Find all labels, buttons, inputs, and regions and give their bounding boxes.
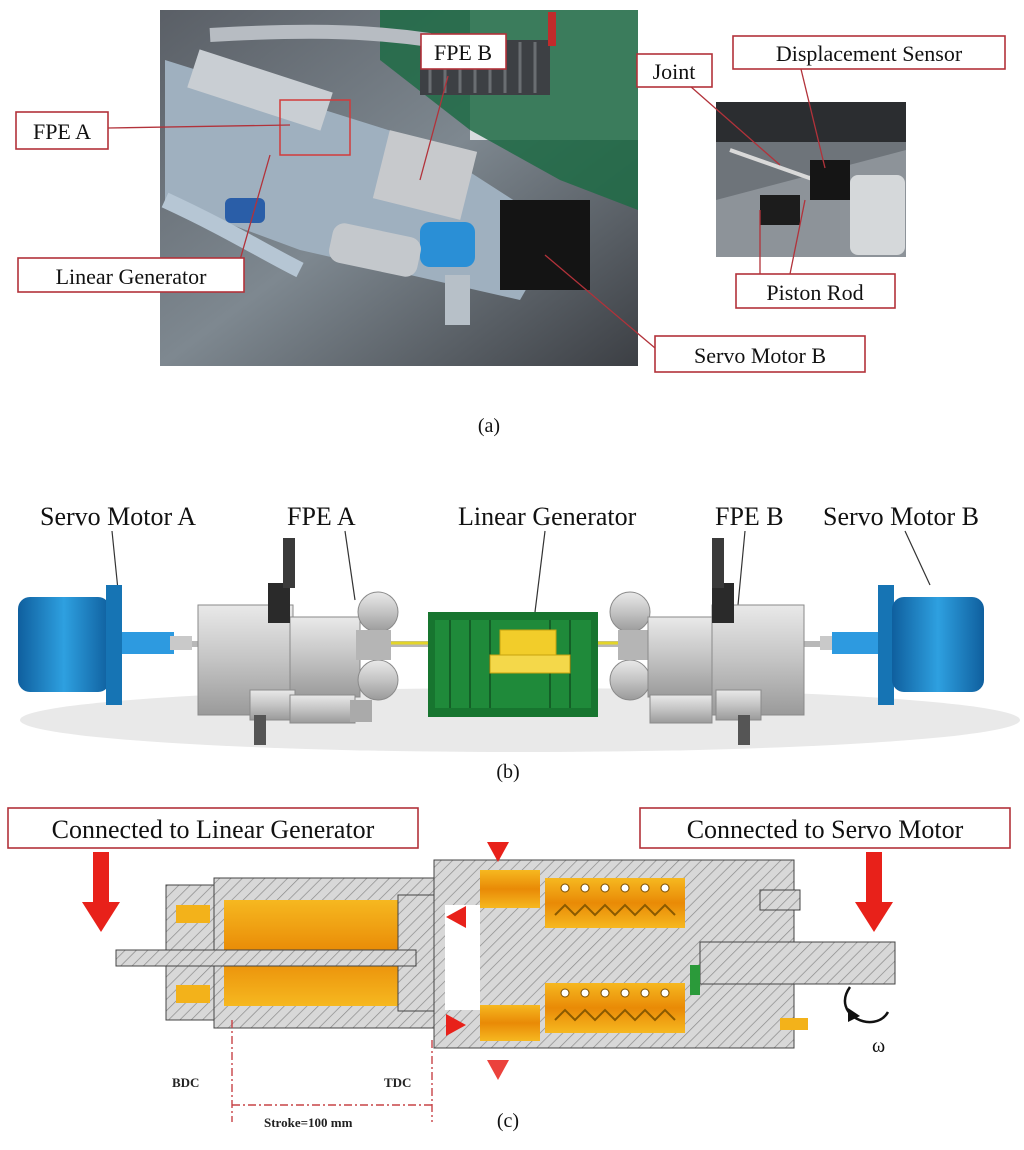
label-fpe-a-photo: FPE A [15,111,109,150]
svg-text:Connected to Linear Generator: Connected to Linear Generator [52,815,375,844]
test-bench-photo [160,10,638,366]
label-servo-motor-a: Servo Motor A [40,502,196,531]
panel-a-leaders [107,64,826,349]
label-fpe-b: FPE B [715,502,784,531]
label-stroke: Stroke=100 mm [264,1115,353,1130]
fpe-a-model [197,538,399,745]
force-arrows [82,852,893,932]
caption-a: (a) [478,415,500,437]
svg-text:Linear Generator: Linear Generator [56,264,208,289]
svg-text:Piston Rod: Piston Rod [766,280,863,305]
servo-motor-b-model [820,585,984,705]
label-linear-generator: Linear Generator [458,502,637,531]
svg-text:FPE A: FPE A [33,119,91,144]
caption-b: (b) [496,761,519,783]
rotation-arrow [843,986,890,1024]
label-tdc: TDC [384,1075,411,1090]
label-piston-rod: Piston Rod [735,273,896,309]
panel-a: FPE B FPE A Joint Displacement Sensor Li… [15,10,1006,437]
label-connected-to-linear-generator: Connected to Linear Generator [7,807,419,849]
svg-text:Servo Motor B: Servo Motor B [694,343,826,368]
label-servo-motor-b: Servo Motor B [823,502,979,531]
fpe-b-model [609,538,805,745]
svg-text:Connected to Servo Motor: Connected to Servo Motor [687,815,964,844]
panel-b: Servo Motor A FPE A Linear Generator FPE… [18,502,1020,783]
linear-generator-model [428,612,598,717]
servo-motor-a-model [18,585,192,705]
stroke-dimension: BDC TDC Stroke=100 mm [172,1020,433,1130]
label-fpe-a: FPE A [287,502,356,531]
panel-c: Connected to Linear Generator Connected … [7,807,1011,1132]
svg-text:Joint: Joint [653,59,696,84]
label-servo-motor-b-photo: Servo Motor B [654,335,866,373]
label-bdc: BDC [172,1075,199,1090]
panel-b-leaders [111,530,931,613]
label-joint: Joint [636,53,713,88]
label-displacement-sensor: Displacement Sensor [732,35,1006,70]
label-omega: ω [872,1035,885,1057]
svg-text:Displacement Sensor: Displacement Sensor [776,41,963,66]
label-fpe-b-photo: FPE B [420,33,507,70]
caption-c: (c) [497,1110,519,1132]
label-linear-generator-photo: Linear Generator [17,257,245,293]
svg-text:FPE B: FPE B [434,40,492,65]
fpe-cross-section [115,842,896,1080]
zoom-region-marker [279,99,351,156]
label-connected-to-servo-motor: Connected to Servo Motor [639,807,1011,849]
inset-photo [716,102,906,257]
